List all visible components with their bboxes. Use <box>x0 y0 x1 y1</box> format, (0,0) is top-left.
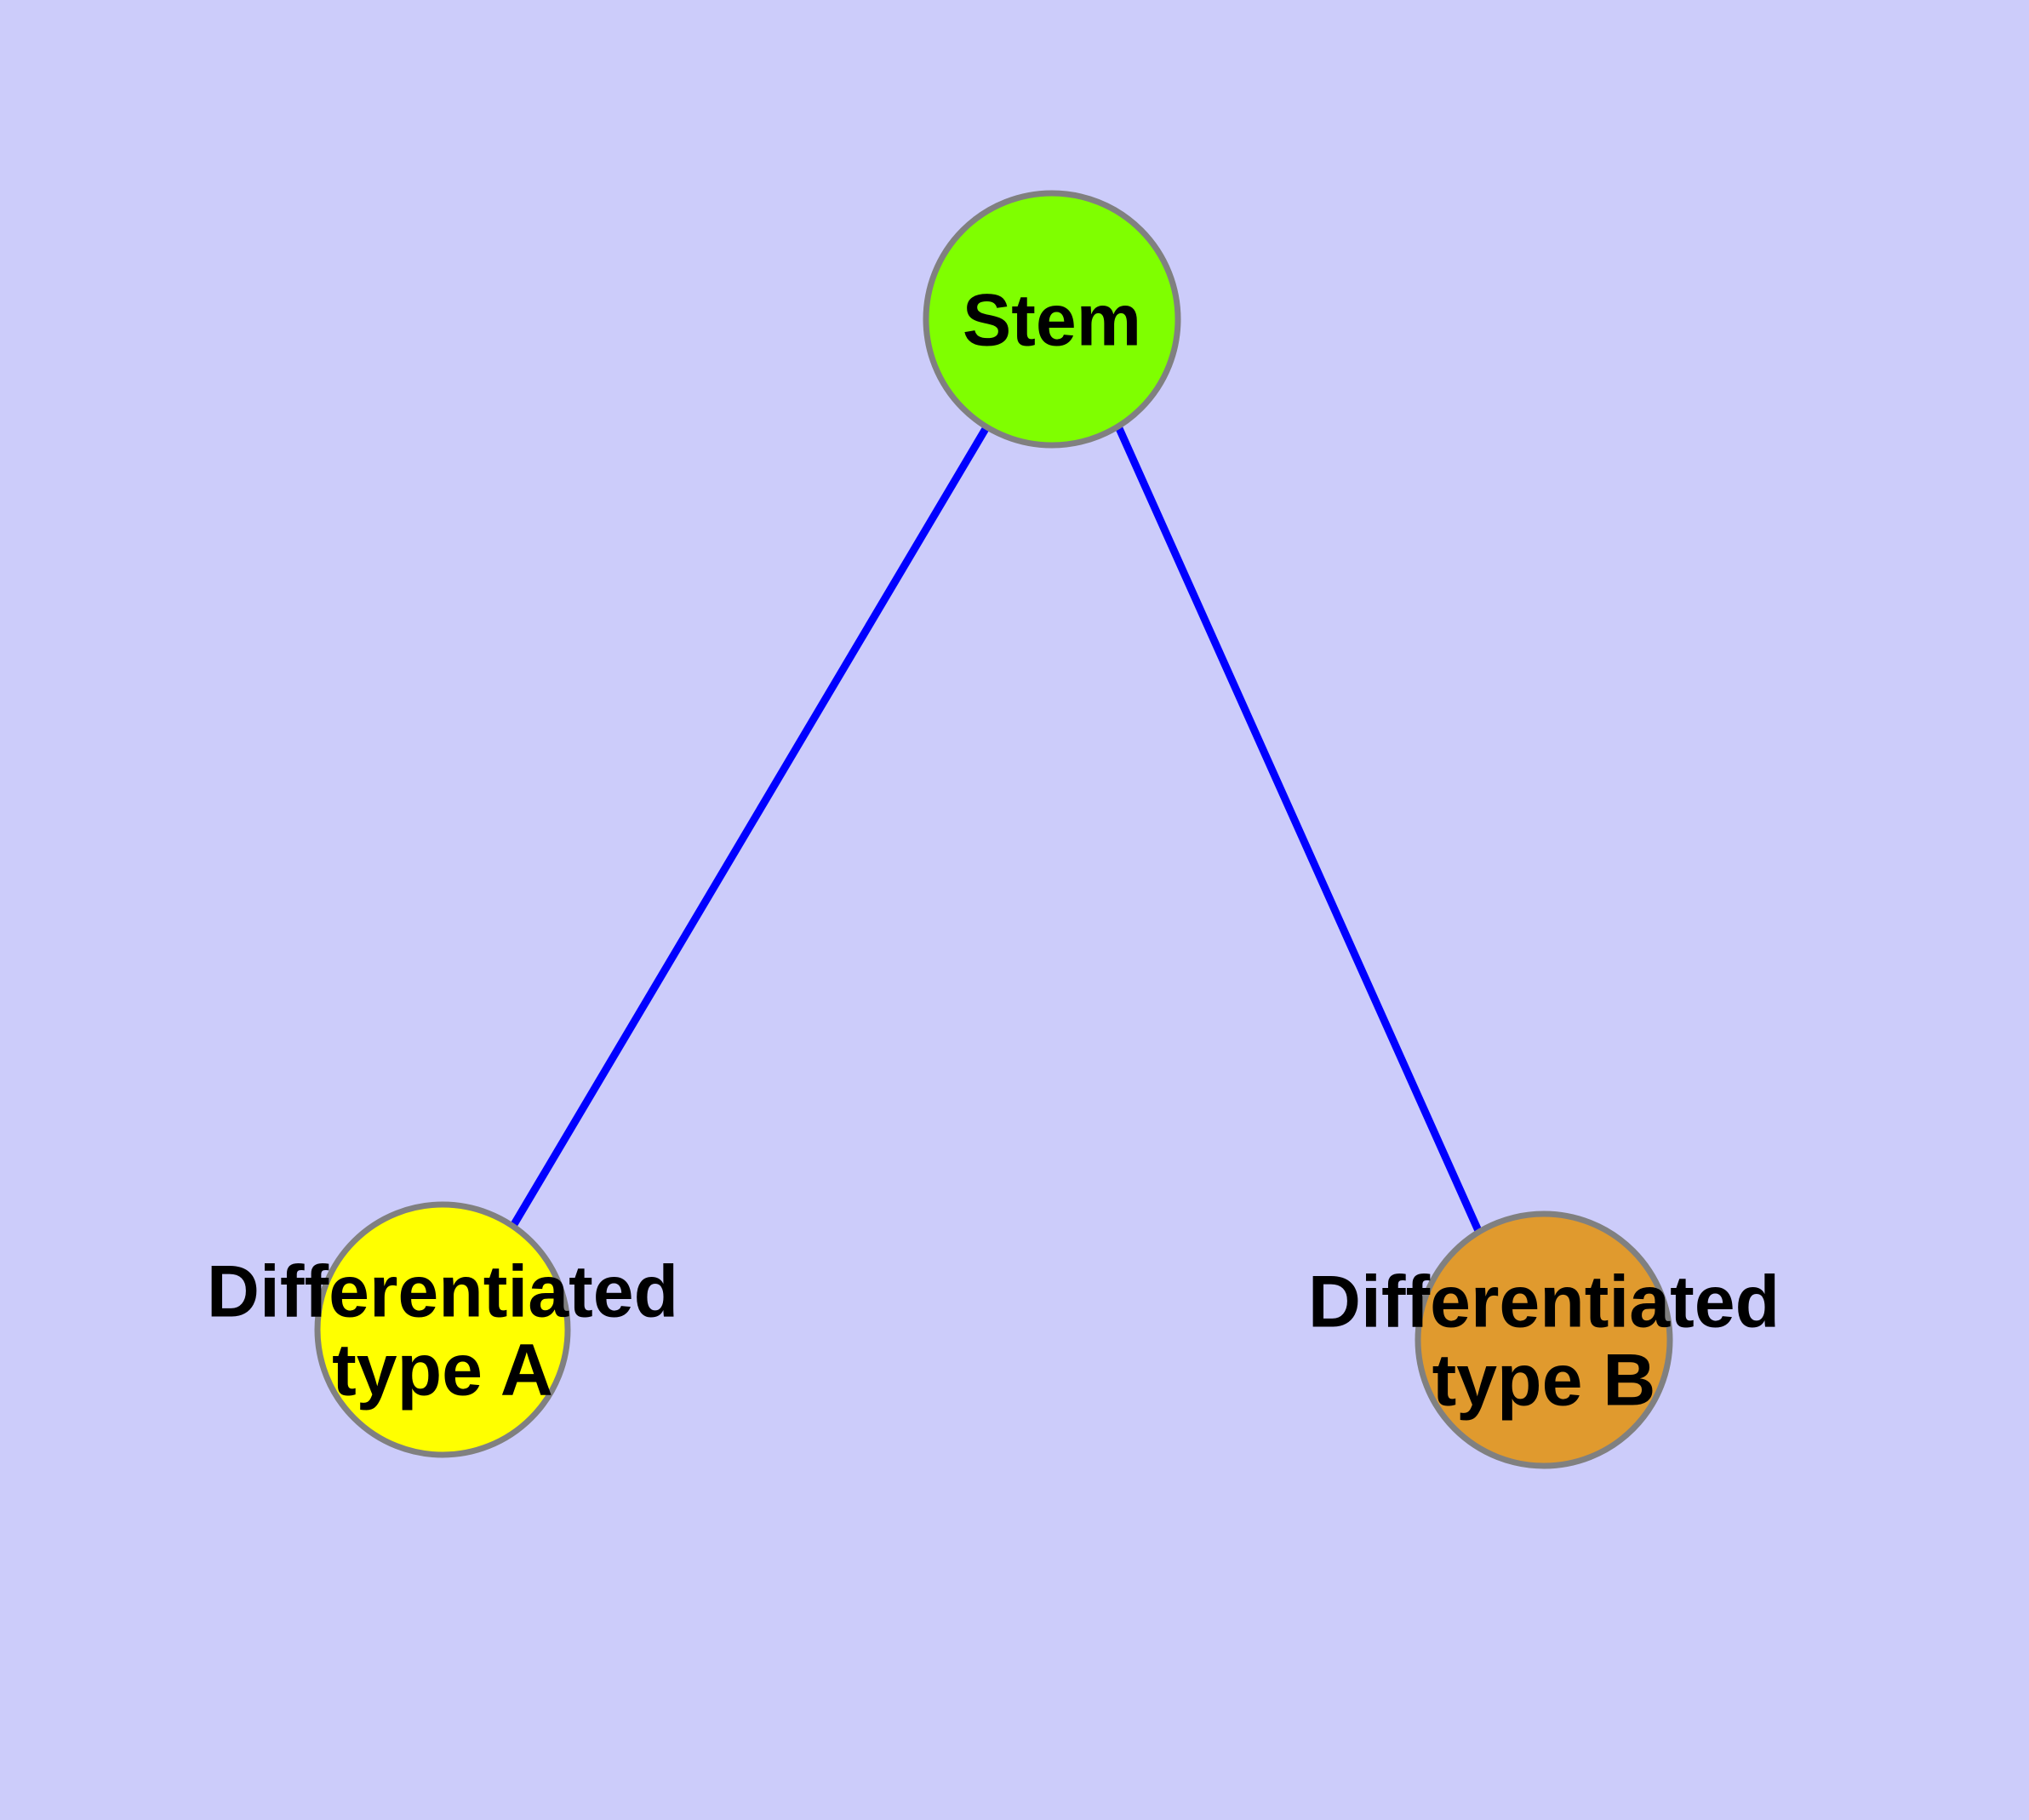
node-stem[interactable] <box>923 190 1181 449</box>
node-label-line: Differentiated <box>1308 1262 1780 1343</box>
nodes-layer <box>314 190 1673 1469</box>
node-label-line: Stem <box>963 280 1141 362</box>
node-label-line: Differentiated <box>207 1251 678 1333</box>
edges-layer <box>510 425 1483 1234</box>
node-label-line: type B <box>1432 1340 1656 1422</box>
node-diff_b[interactable] <box>1415 1210 1673 1469</box>
node-diff_a[interactable] <box>314 1201 571 1458</box>
node-label-line: type A <box>332 1330 553 1411</box>
node-label-stem: Stem <box>963 280 1141 362</box>
edge-stem-diff-a <box>510 425 990 1228</box>
edge-stem-diff-b <box>1114 425 1483 1234</box>
